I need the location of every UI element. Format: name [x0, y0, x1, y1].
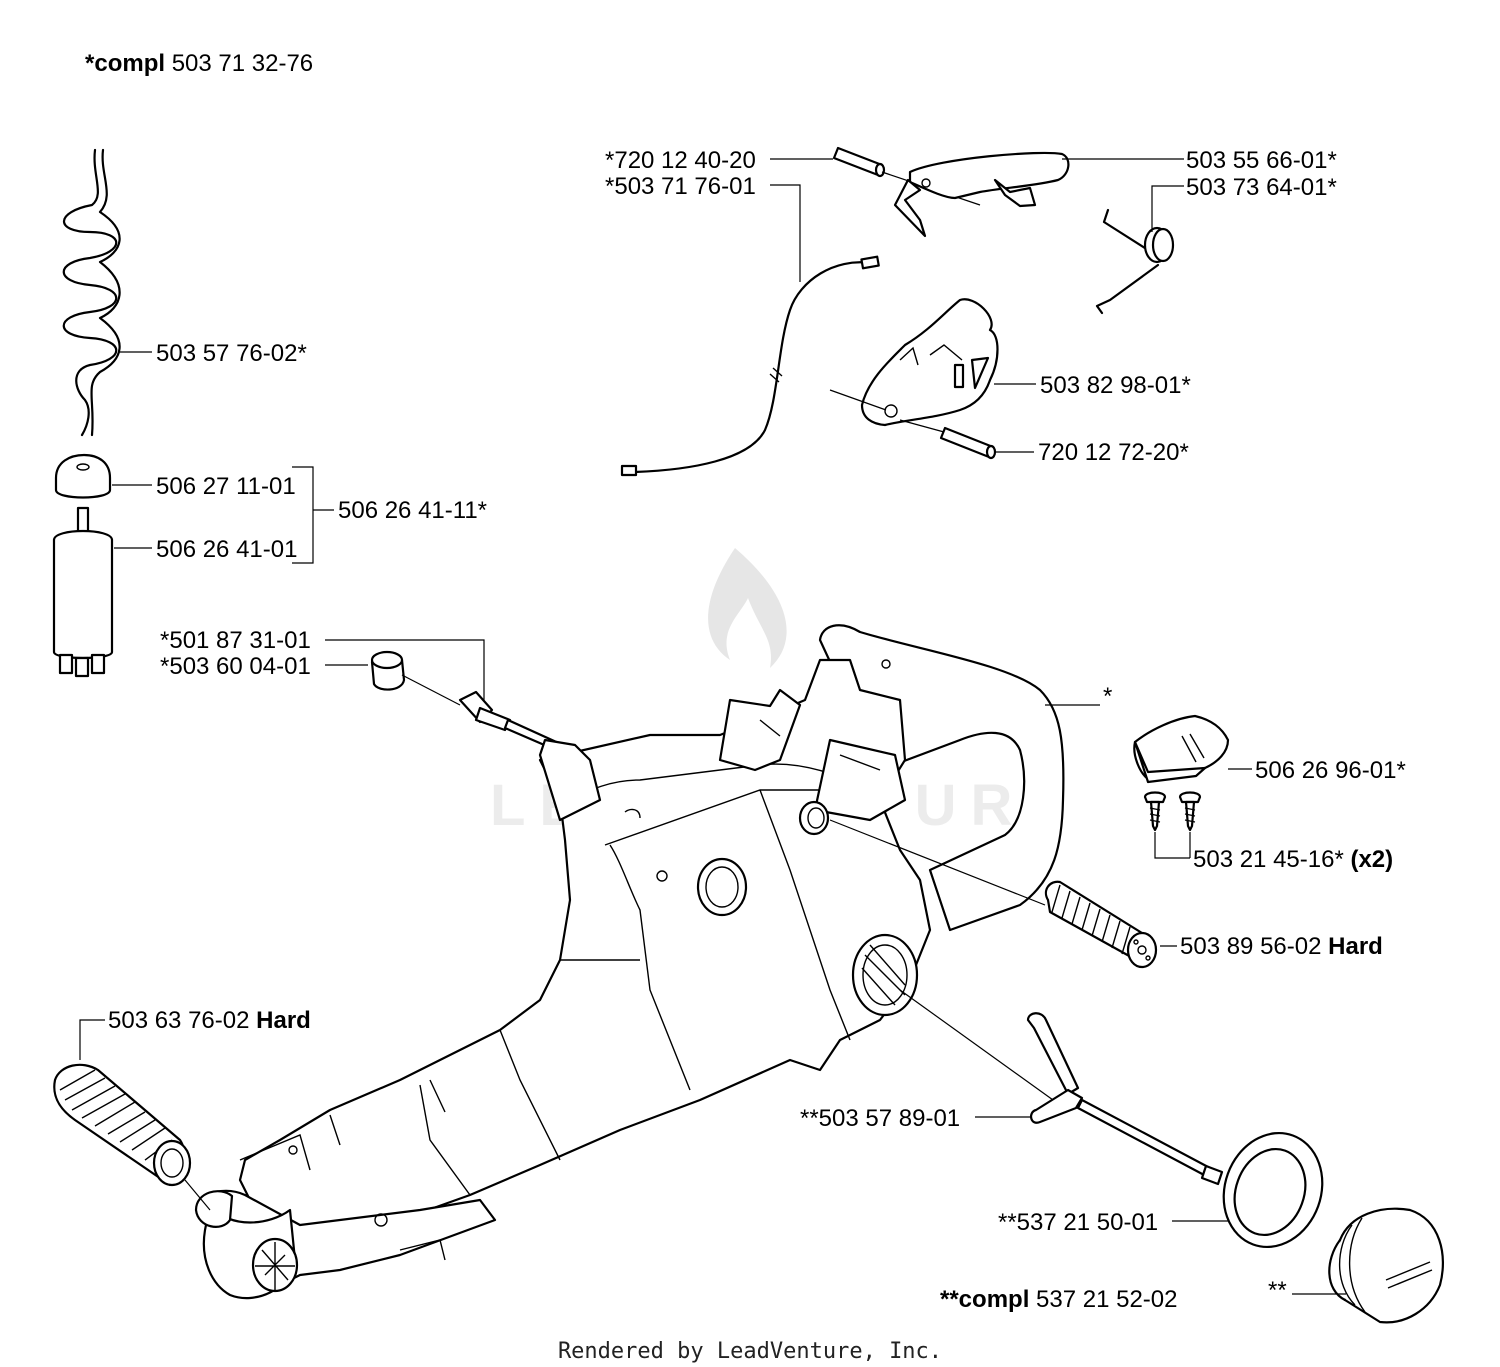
vent-part	[1026, 1012, 1224, 1186]
vent-label: **503 57 89-01	[800, 1105, 960, 1132]
bushing-label: *503 60 04-01	[160, 653, 311, 680]
lockout-part	[860, 298, 999, 427]
screws-label: 503 21 45-16* (x2)	[1193, 846, 1393, 873]
damper-left-label: 503 63 76-02 Hard	[108, 1007, 311, 1034]
footer-credit: Rendered by LeadVenture, Inc.	[558, 1339, 942, 1364]
damper-left-grade: Hard	[256, 1007, 311, 1034]
pin-lower-part	[939, 426, 997, 460]
damper-left-part	[53, 1063, 192, 1187]
damper-right-number: 503 89 56-02	[1180, 933, 1321, 960]
gasket-label: **537 21 50-01	[998, 1209, 1158, 1236]
damper-right-label: 503 89 56-02 Hard	[1180, 933, 1383, 960]
compl-bottom-label: **compl 537 21 52-02	[940, 1286, 1178, 1313]
filter-body-label: 506 26 41-01	[156, 536, 297, 563]
screws-qty: (x2)	[1350, 846, 1393, 873]
compl-top-prefix: *compl	[85, 50, 165, 77]
compl-bottom-number: 537 21 52-02	[1036, 1286, 1177, 1313]
compl-top-number: 503 71 32-76	[172, 50, 313, 77]
plate-label: 506 26 96-01*	[1255, 757, 1406, 784]
pin-lower-label: 720 12 72-20*	[1038, 439, 1189, 466]
plate-part	[1133, 714, 1230, 784]
pin-top-label: *720 12 40-20	[605, 147, 756, 174]
damper-left-number: 503 63 76-02	[108, 1007, 249, 1034]
damper-right-part	[1044, 880, 1158, 969]
stop-rod-label: *501 87 31-01	[160, 627, 311, 654]
cable-label: *503 71 76-01	[605, 173, 756, 200]
fuel-hose-part	[62, 148, 121, 437]
cap-star-label: **	[1268, 1277, 1287, 1304]
handle-star-label: *	[1103, 683, 1112, 710]
pin-top-part	[832, 146, 886, 178]
lockout-label: 503 82 98-01*	[1040, 372, 1191, 399]
gasket-part	[1222, 1131, 1324, 1249]
bushing-part	[370, 650, 406, 691]
fuel-filter-part	[52, 506, 114, 678]
throttle-cable-part	[620, 255, 880, 477]
spring-label: 503 73 64-01*	[1186, 174, 1337, 201]
compl-bottom-prefix: **compl	[940, 1286, 1029, 1313]
filter-kit-label: 506 26 41-11*	[338, 497, 487, 524]
screws-number: 503 21 45-16*	[1193, 846, 1344, 873]
watermark-flame-icon	[708, 548, 787, 668]
throttle-trigger-label: 503 55 66-01*	[1186, 147, 1337, 174]
throttle-trigger-part	[893, 151, 1070, 238]
handle-housing-part	[194, 624, 1065, 1300]
spring-part	[1095, 208, 1175, 315]
fuel-cap-part	[1328, 1207, 1444, 1324]
compl-top-label: *compl 503 71 32-76	[85, 50, 313, 77]
fuel-hose-label: 503 57 76-02*	[156, 340, 307, 367]
filter-cap-part	[54, 453, 112, 499]
filter-cap-label: 506 27 11-01	[156, 473, 296, 500]
damper-right-grade: Hard	[1328, 933, 1383, 960]
screws-part	[1143, 791, 1202, 832]
